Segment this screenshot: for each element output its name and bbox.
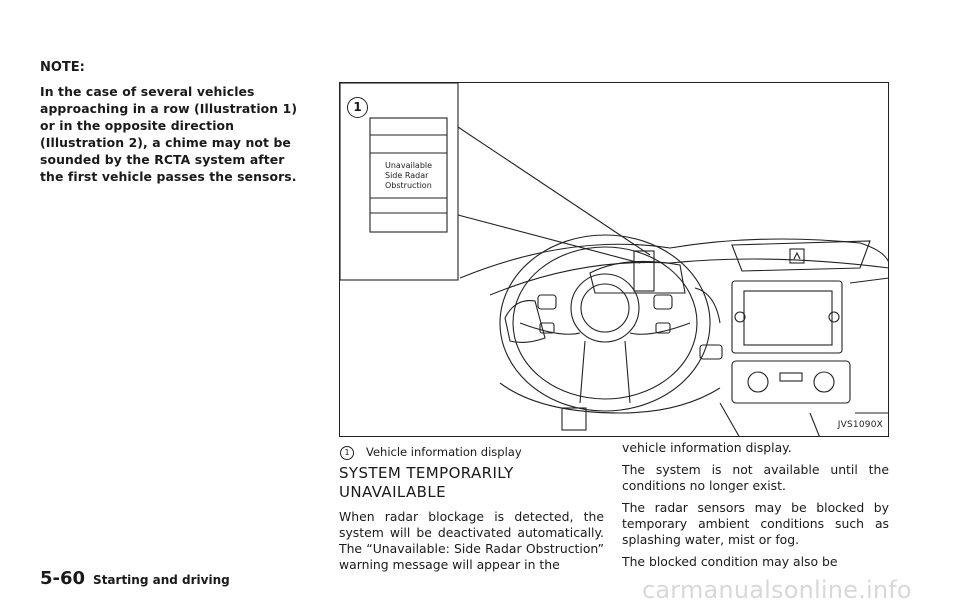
dashboard-drawing bbox=[340, 83, 888, 436]
page-number: 5-60 bbox=[40, 568, 86, 589]
figure-code: JVS1090X bbox=[837, 420, 883, 430]
watermark: carmanualsonline.info bbox=[642, 576, 912, 604]
display-message: Unavailable Side Radar Obstruction bbox=[385, 161, 432, 191]
caption-number-icon: 1 bbox=[340, 445, 354, 460]
chapter-title: Starting and driving bbox=[93, 573, 230, 587]
display-line-2: Side Radar bbox=[385, 171, 429, 180]
dashboard-illustration: 1 Unavailable Side Radar Obstruction JVS… bbox=[339, 82, 889, 437]
page-footer: 5-60 Starting and driving bbox=[40, 568, 230, 589]
section-paragraph-3: The radar sensors may be blocked by temp… bbox=[622, 500, 889, 547]
display-line-3: Obstruction bbox=[385, 181, 432, 190]
note-body: In the case of several vehicles approach… bbox=[40, 84, 298, 184]
figure-caption: 1 Vehicle information display bbox=[340, 445, 522, 460]
section-left: SYSTEM TEMPORARILY UNAVAILABLE When rada… bbox=[339, 464, 604, 573]
callout-number-icon: 1 bbox=[347, 97, 368, 118]
display-line-1: Unavailable bbox=[385, 161, 433, 170]
section-paragraph-2: The system is not available until the co… bbox=[622, 462, 889, 493]
note-block: NOTE: In the case of several vehicles ap… bbox=[40, 60, 308, 185]
section-paragraph-1: When radar blockage is detected, the sys… bbox=[339, 509, 604, 572]
section-right: vehicle information display. The system … bbox=[622, 440, 889, 576]
caption-text: Vehicle information display bbox=[366, 445, 522, 459]
section-paragraph-4: The blocked condition may also be bbox=[622, 554, 838, 569]
note-heading: NOTE: bbox=[40, 60, 85, 75]
section-heading: SYSTEM TEMPORARILY UNAVAILABLE bbox=[339, 464, 514, 501]
section-paragraph-1-cont: vehicle information display. bbox=[622, 440, 792, 455]
